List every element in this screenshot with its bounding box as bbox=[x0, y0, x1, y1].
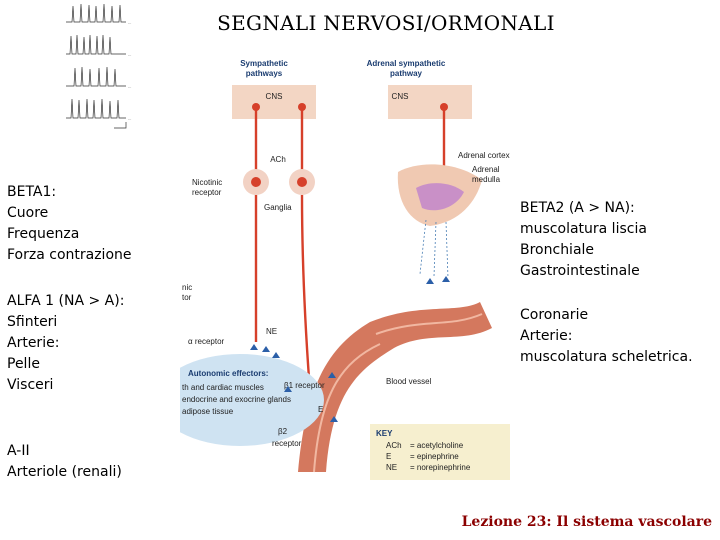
blood-vessel-label: Blood vessel bbox=[386, 377, 432, 386]
cns-box-left bbox=[232, 85, 316, 119]
autonomic-effectors-title: Autonomic effectors: bbox=[188, 369, 268, 378]
svg-text:---: --- bbox=[128, 85, 131, 89]
key-text: = norepinephrine bbox=[410, 463, 471, 472]
text-line: Coronarie bbox=[520, 307, 589, 323]
text-line: Arterie: bbox=[520, 328, 573, 344]
svg-text:---: --- bbox=[128, 53, 131, 57]
key-title: KEY bbox=[376, 429, 393, 438]
nicotinic-label-2: receptor bbox=[192, 188, 222, 197]
e-label: E bbox=[318, 405, 323, 414]
text-line: Gastrointestinale bbox=[520, 263, 640, 279]
key-symbol: E bbox=[386, 452, 391, 461]
ne-label: NE bbox=[266, 327, 277, 336]
adrenal-pathway-label-1: Adrenal sympathetic bbox=[367, 59, 446, 68]
beta2-receptor-label-1: β2 bbox=[278, 427, 288, 436]
adrenal-medulla-label-1: Adrenal bbox=[472, 165, 500, 174]
spike-trace-image: --- --- --- --- bbox=[62, 0, 142, 136]
svg-text:---: --- bbox=[128, 21, 131, 25]
alfa1-block: ALFA 1 (NA > A): Sfinteri Arterie: Pelle… bbox=[7, 291, 124, 396]
alpha-receptor-label: α receptor bbox=[188, 337, 225, 346]
autonomic-effectors bbox=[156, 354, 324, 446]
ach-label: ACh bbox=[270, 155, 286, 164]
text-line: BETA2 (A > NA): bbox=[520, 200, 635, 216]
key-text: = acetylcholine bbox=[410, 441, 464, 450]
key-text: = epinephrine bbox=[410, 452, 459, 461]
text-line: A-II bbox=[7, 443, 30, 459]
beta1-block: BETA1: Cuore Frequenza Forza contrazione bbox=[7, 182, 132, 266]
slide-title: SEGNALI NERVOSI/ORMONALI bbox=[217, 11, 555, 35]
text-line: muscolatura liscia bbox=[520, 221, 647, 237]
partial-label: nic bbox=[182, 283, 192, 292]
text-line: muscolatura scheletrica. bbox=[520, 349, 693, 365]
text-line: Sfinteri bbox=[7, 314, 58, 330]
blood-vessel bbox=[298, 302, 492, 472]
effector-item: th and cardiac muscles bbox=[182, 383, 264, 392]
text-line: Arteriole (renali) bbox=[7, 464, 122, 480]
text-line: Cuore bbox=[7, 205, 49, 221]
sympathetic-label-1: Sympathetic bbox=[240, 59, 288, 68]
adrenal-pathway-label-2: pathway bbox=[390, 69, 423, 78]
ganglia-label: Ganglia bbox=[264, 203, 292, 212]
adrenal-medulla-label-2: medulla bbox=[472, 175, 501, 184]
text-line: Bronchiale bbox=[520, 242, 595, 258]
cns-label-right: CNS bbox=[392, 92, 409, 101]
svg-text:---: --- bbox=[128, 117, 131, 121]
footer-lesson-title: Lezione 23: Il sistema vascolare bbox=[461, 514, 712, 530]
effector-item: adipose tissue bbox=[182, 407, 234, 416]
effector-item: endocrine and exocrine glands bbox=[182, 395, 291, 404]
text-line: Forza contrazione bbox=[7, 247, 132, 263]
text-line: Visceri bbox=[7, 377, 54, 393]
text-line: ALFA 1 (NA > A): bbox=[7, 293, 125, 309]
key-symbol: NE bbox=[386, 463, 397, 472]
text-line: BETA1: bbox=[7, 184, 57, 200]
beta2-block: BETA2 (A > NA): muscolatura liscia Bronc… bbox=[520, 198, 647, 282]
beta2-receptor-label-2: receptor bbox=[272, 439, 302, 448]
text-line: Arterie: bbox=[7, 335, 60, 351]
sympathetic-label-2: pathways bbox=[246, 69, 283, 78]
cns-label-left: CNS bbox=[266, 92, 283, 101]
text-line: Frequenza bbox=[7, 226, 80, 242]
text-line: Pelle bbox=[7, 356, 40, 372]
key-box bbox=[370, 424, 510, 480]
cns-box-right bbox=[388, 85, 472, 119]
beta1-receptor-label: β1 receptor bbox=[284, 381, 325, 390]
partial-label: tor bbox=[182, 293, 192, 302]
nicotinic-label-1: Nicotinic bbox=[192, 178, 222, 187]
a2-block: A-II Arteriole (renali) bbox=[7, 441, 122, 483]
key-symbol: ACh bbox=[386, 441, 402, 450]
adrenal-cortex-label: Adrenal cortex bbox=[458, 151, 510, 160]
sympathetic-diagram: Sympathetic pathways Adrenal sympathetic… bbox=[156, 52, 510, 480]
coronarie-block: Coronarie Arterie: muscolatura scheletri… bbox=[520, 305, 693, 368]
